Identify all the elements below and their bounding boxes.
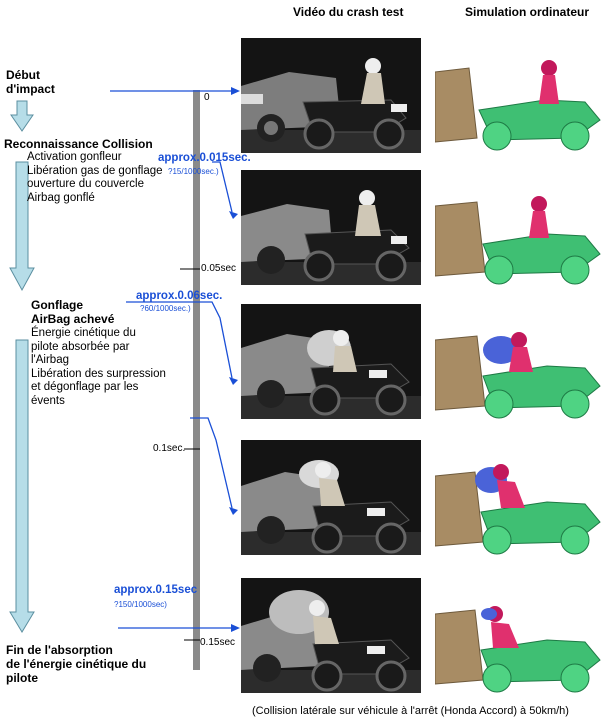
tick-label: 0 — [204, 92, 210, 103]
simulation-frame — [435, 446, 605, 558]
timing-detail: ?15/1000sec.) — [168, 167, 219, 176]
stage-recognition: Reconnaissance Collision — [4, 137, 153, 151]
timing-label: approx.0.15sec — [114, 584, 198, 596]
down-arrow-icon — [9, 100, 35, 633]
stage-inflation: Gonflage AirBag achevé — [31, 298, 115, 326]
inflation-steps: Énergie cinétique du pilote absorbée par… — [31, 327, 166, 407]
tick-label: 0.15sec — [200, 637, 236, 648]
stage-impact: Début d'impact — [6, 68, 55, 96]
crash-photo-frame — [241, 38, 421, 153]
simulation-frame — [435, 310, 605, 422]
timing-label: approx.0.015sec. — [158, 152, 251, 164]
simulation-header: Simulation ordinateur — [465, 5, 590, 19]
timing-detail: ?150/1000sec) — [114, 600, 167, 609]
video-header: Vidéo du crash test — [293, 5, 404, 19]
timing-label: approx.0.06sec. — [136, 290, 223, 302]
crash-photo-frame — [241, 578, 421, 693]
timeline-bar — [193, 90, 200, 670]
simulation-frame — [435, 176, 605, 288]
crash-photo-frame — [241, 440, 421, 555]
crash-photo-frame — [241, 304, 421, 419]
caption: (Collision latérale sur véhicule à l'arr… — [252, 705, 569, 717]
tick-label: 0.05sec — [201, 263, 237, 274]
tick-label: 0.1sec. — [153, 443, 186, 454]
crash-photo-frame — [241, 170, 421, 285]
recognition-steps: Activation gonfleur Libération gas de go… — [27, 151, 163, 204]
simulation-frame — [435, 42, 605, 154]
stage-end: Fin de l'absorption de l'énergie cinétiq… — [6, 643, 147, 685]
simulation-frame — [435, 584, 605, 696]
timing-detail: ?60/1000sec.) — [140, 304, 191, 313]
